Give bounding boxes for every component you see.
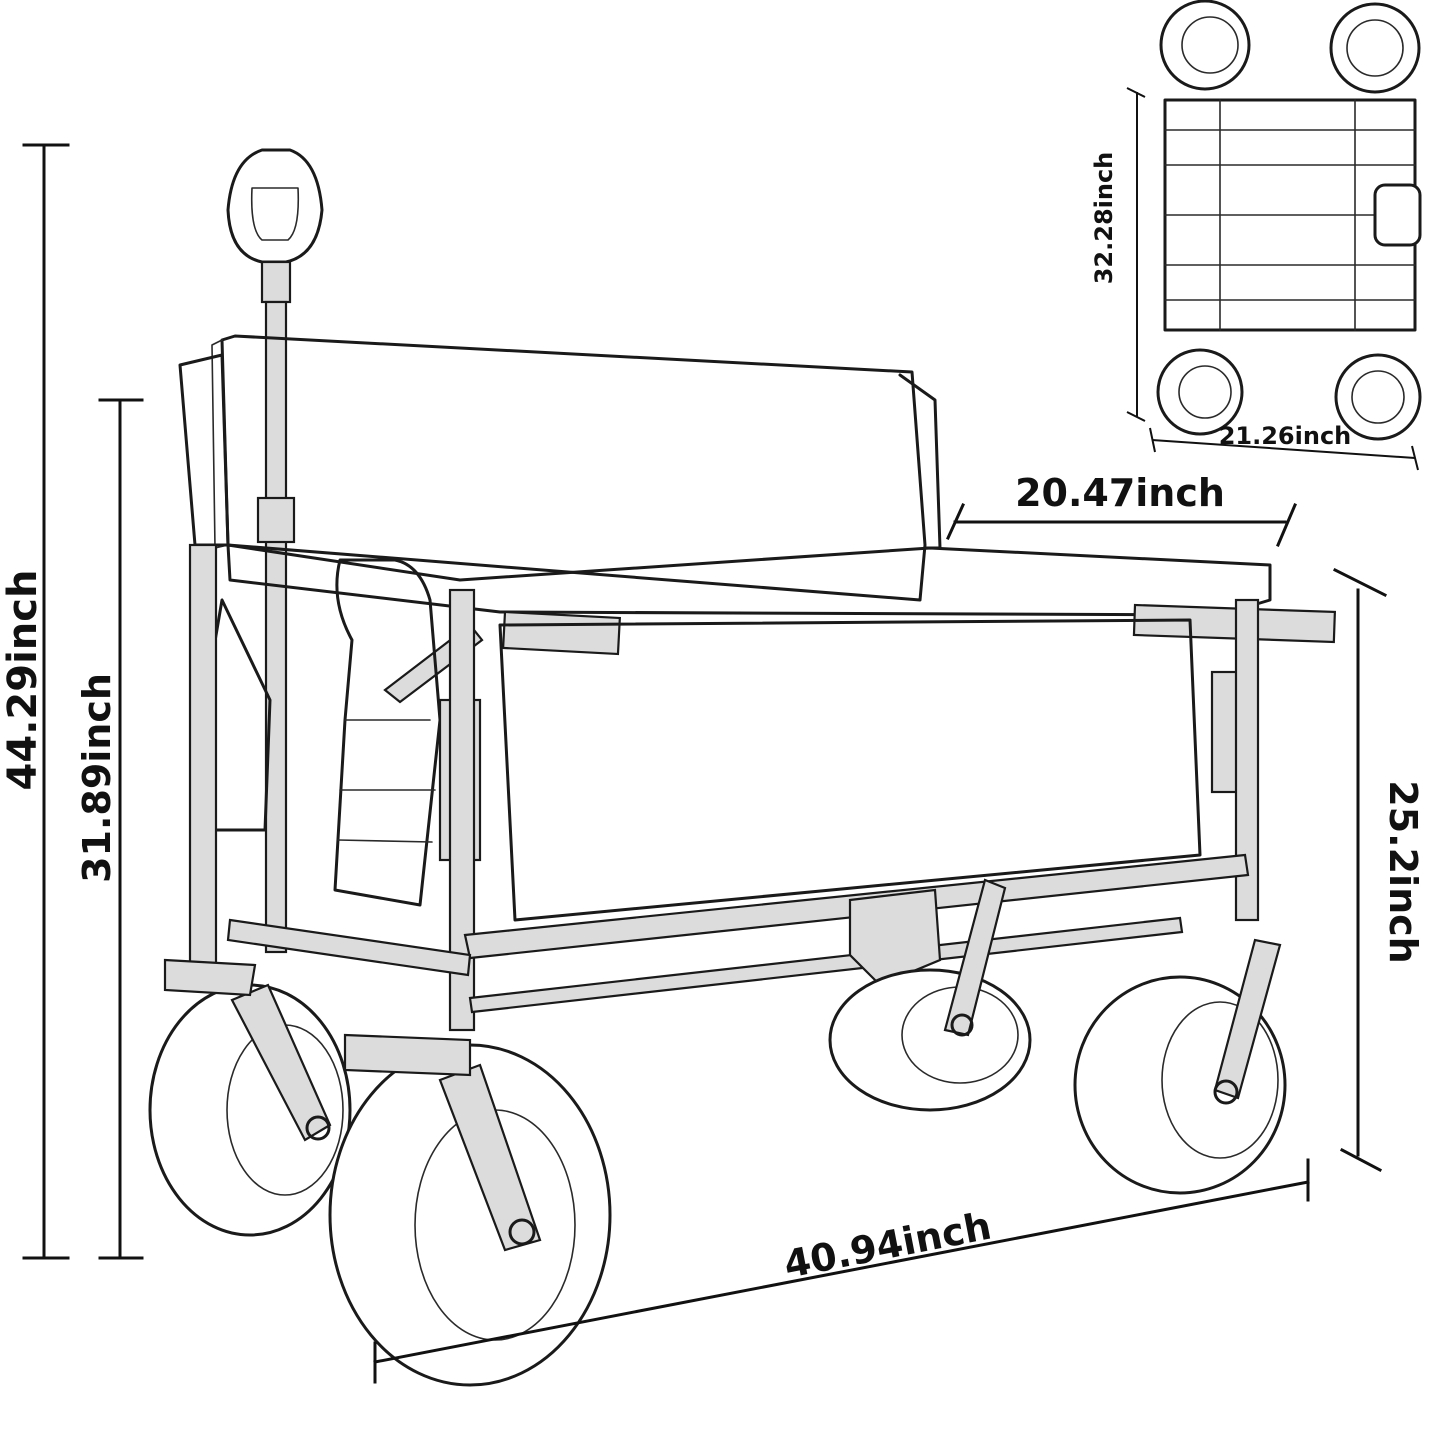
pull-handle (226, 148, 324, 954)
side-panel (498, 618, 1202, 922)
dim-folded-width (1149, 427, 1419, 471)
label-seat-depth: 20.47inch (1015, 471, 1225, 515)
inset-handle (1373, 183, 1422, 247)
label-overall-height: 44.29inch (0, 570, 46, 791)
wheel-front-right (1073, 938, 1287, 1195)
dim-side-height (1332, 567, 1388, 1173)
dim-seat-depth (946, 503, 1297, 547)
inset-wheel-bottom-left (1156, 348, 1244, 436)
inset-wheel-top-left (1159, 0, 1251, 91)
dim-folded-height (1126, 87, 1146, 422)
label-length: 40.94inch (780, 1204, 994, 1287)
wagon-frame (188, 543, 1260, 1032)
dim-overall-height (22, 143, 70, 1260)
wheel-front-left (328, 1043, 612, 1387)
wheel-rear-left (148, 983, 352, 1237)
inset-folded-bars (1164, 99, 1416, 331)
inset-wheel-bottom-right (1334, 353, 1422, 441)
seat-top (226, 543, 1272, 617)
wagon-illustration (148, 148, 1337, 1387)
label-side-height: 25.2inch (1381, 780, 1425, 963)
label-folded-height: 32.28inch (1090, 152, 1118, 285)
label-handle-height: 31.89inch (75, 673, 119, 883)
wheel-rear-right (828, 878, 1032, 1112)
dim-length (373, 1158, 1310, 1384)
dim-handle-height (98, 398, 144, 1260)
folded-wagon-inset (1156, 0, 1422, 441)
label-folded-width: 21.26inch (1219, 422, 1352, 450)
side-pouch (203, 558, 482, 907)
backrest (178, 334, 942, 602)
inset-wheel-top-right (1329, 2, 1421, 94)
